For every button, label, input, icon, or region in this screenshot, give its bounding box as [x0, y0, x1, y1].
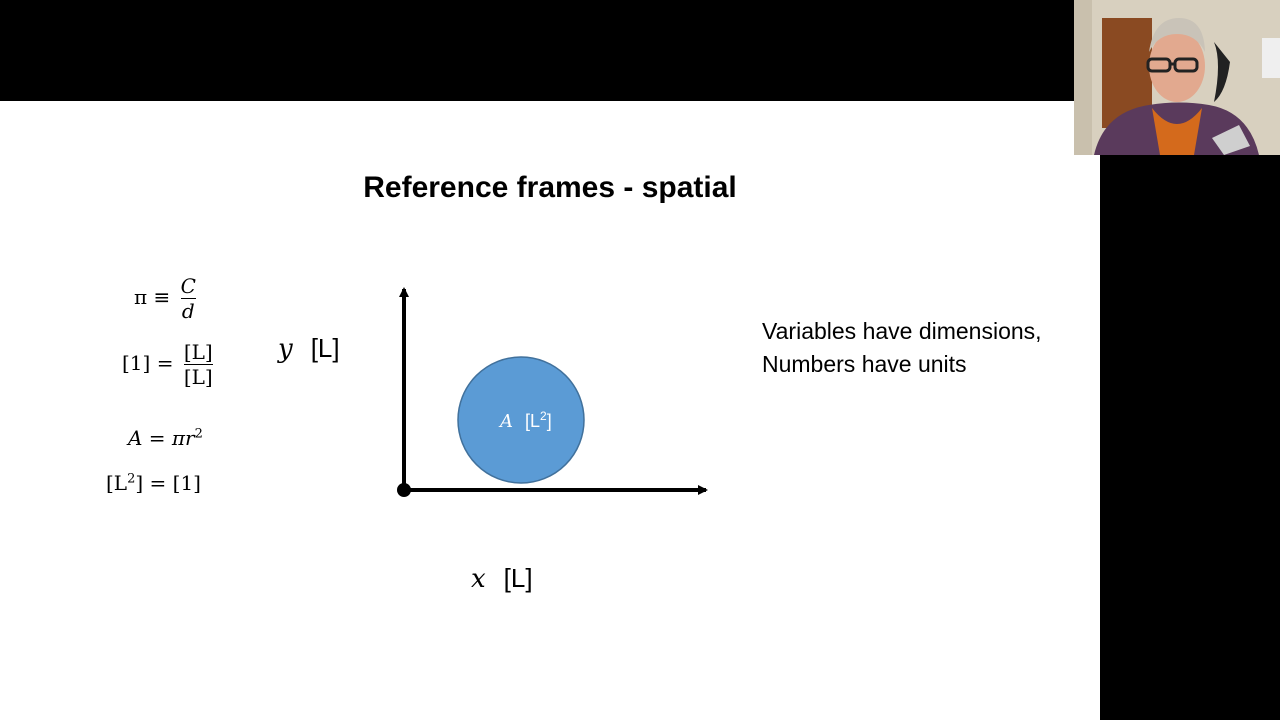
- y-axis-label: y [L]: [278, 333, 340, 364]
- unit-ratio-fraction: [L] [L]: [183, 340, 213, 389]
- unit-ratio-lhs: [1] =: [122, 351, 174, 375]
- area-exponent: 2: [194, 426, 203, 442]
- x-variable: x: [471, 564, 486, 594]
- presenter-webcam: [1074, 0, 1280, 155]
- slide-title: Reference frames - spatial: [363, 171, 737, 204]
- circle-dimension-label: [L2]: [525, 409, 552, 431]
- y-variable: y: [278, 334, 293, 364]
- pi-numerator: C: [180, 274, 196, 298]
- pi-fraction: C d: [180, 274, 196, 323]
- slide-canvas: Reference frames - spatial π ≡ C d [1] =…: [0, 101, 1100, 720]
- note-line-2: Numbers have units: [762, 351, 967, 377]
- pi-definition-lhs: π ≡: [134, 285, 171, 309]
- area-dim-open: [L: [106, 471, 128, 495]
- dimensions-note: Variables have dimensions, Numbers have …: [762, 315, 1042, 381]
- area-dim-exponent: 2: [127, 471, 136, 487]
- equation-area-dimension: [L2] = [1]: [106, 471, 201, 495]
- area-circle: [457, 356, 585, 484]
- y-dimension: [L]: [310, 333, 340, 363]
- axes-diagram: A [L2]: [397, 287, 708, 497]
- equation-area: A = πr2: [128, 426, 203, 450]
- x-axis-label: x [L]: [471, 563, 533, 594]
- fraction-bar: [180, 298, 196, 299]
- area-formula: A = πr: [128, 426, 195, 450]
- unit-ratio-numerator: [L]: [183, 340, 213, 364]
- presenter-video-frame: [1074, 0, 1280, 155]
- equation-pi-definition: π ≡ C d: [134, 275, 196, 322]
- note-line-1: Variables have dimensions,: [762, 318, 1042, 344]
- unit-ratio-denominator: [L]: [183, 365, 213, 389]
- equation-unit-ratio: [1] = [L] [L]: [122, 341, 213, 388]
- fraction-bar: [183, 364, 213, 365]
- pi-denominator: d: [181, 299, 195, 323]
- x-dimension: [L]: [503, 563, 533, 593]
- area-dim-rest: ] = [1]: [135, 471, 201, 495]
- origin-dot: [397, 483, 411, 497]
- circle-variable-label: A: [498, 411, 513, 432]
